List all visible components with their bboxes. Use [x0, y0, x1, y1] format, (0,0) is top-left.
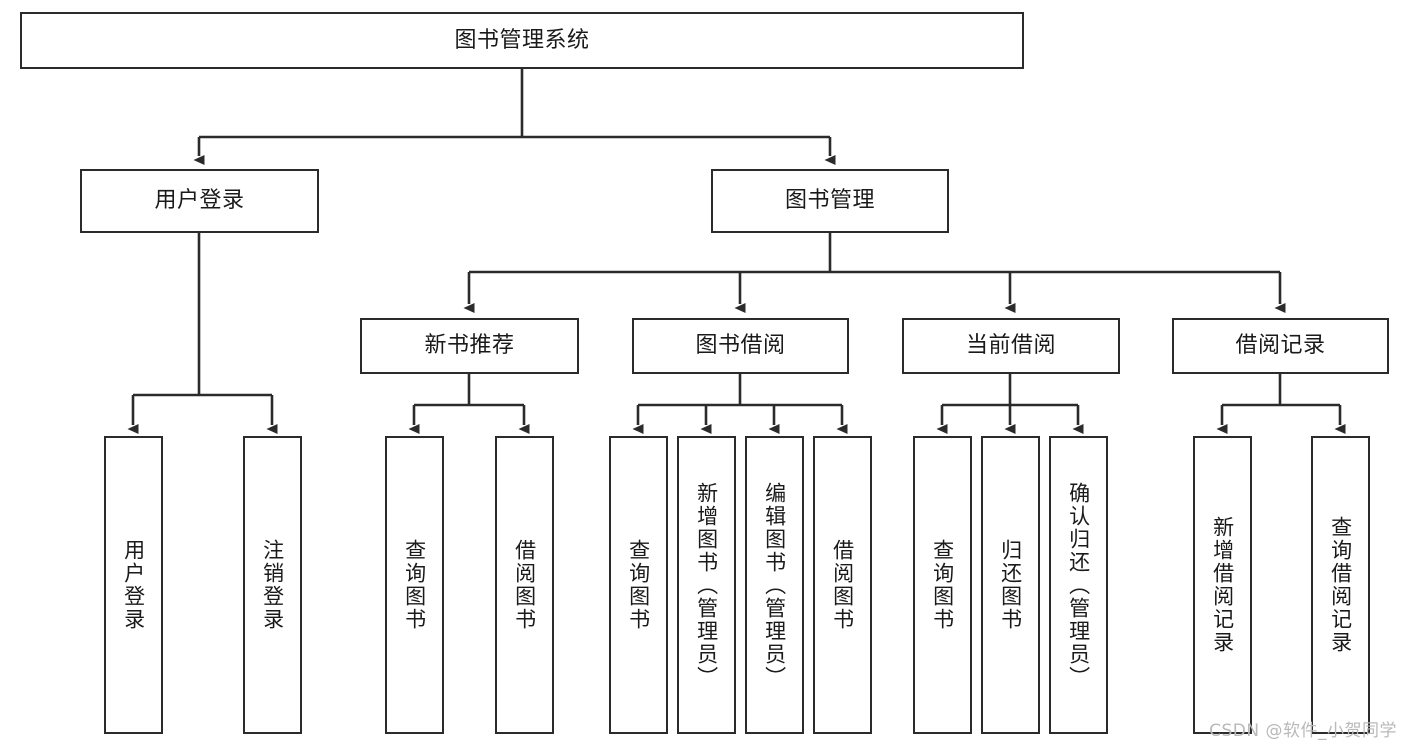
node-new-book-recommend[interactable]: 新书推荐 [360, 318, 579, 374]
node-leaf-br-query-record[interactable]: 查询借阅记录 [1311, 436, 1370, 734]
node-label: 查询借阅记录 [1328, 516, 1353, 654]
node-book-borrow[interactable]: 图书借阅 [632, 318, 849, 374]
node-label: 图书管理系统 [454, 27, 590, 53]
node-label: 借阅图书 [830, 539, 855, 631]
node-label: 图书借阅 [695, 333, 786, 359]
node-label: 查询图书 [930, 539, 955, 631]
node-label: 图书管理 [784, 188, 875, 214]
node-leaf-cb-query-book[interactable]: 查询图书 [913, 436, 972, 734]
node-label: 用户登录 [121, 539, 146, 631]
node-label: 借阅图书 [512, 539, 537, 631]
node-leaf-cb-confirm-return[interactable]: 确认归还（管理员） [1049, 436, 1108, 734]
node-root-system[interactable]: 图书管理系统 [20, 12, 1024, 69]
node-user-login[interactable]: 用户登录 [80, 169, 319, 233]
csdn-watermark: CSDN @软件_小贺同学 [1209, 721, 1397, 741]
node-current-borrow[interactable]: 当前借阅 [902, 318, 1120, 374]
node-leaf-user-login[interactable]: 用户登录 [104, 436, 163, 734]
node-label: 当前借阅 [965, 333, 1056, 359]
node-label: 查询图书 [402, 539, 427, 631]
node-leaf-rec-borrow-book[interactable]: 借阅图书 [495, 436, 554, 734]
node-label: 编辑图书（管理员） [762, 481, 787, 689]
node-label: 确认归还（管理员） [1066, 481, 1091, 689]
node-label: 归还图书 [998, 539, 1023, 631]
node-leaf-br-add-record[interactable]: 新增借阅记录 [1193, 436, 1252, 734]
node-leaf-bb-add-book[interactable]: 新增图书（管理员） [677, 436, 736, 734]
node-leaf-user-logout[interactable]: 注销登录 [243, 436, 302, 734]
node-book-manage[interactable]: 图书管理 [711, 169, 949, 233]
node-label: 新书推荐 [424, 333, 515, 359]
node-label: 注销登录 [260, 539, 285, 631]
node-leaf-rec-query-book[interactable]: 查询图书 [385, 436, 444, 734]
node-borrow-record[interactable]: 借阅记录 [1172, 318, 1389, 374]
node-label: 新增图书（管理员） [694, 481, 719, 689]
node-leaf-cb-return-book[interactable]: 归还图书 [981, 436, 1040, 734]
node-leaf-bb-borrow-book[interactable]: 借阅图书 [813, 436, 872, 734]
node-label: 用户登录 [154, 188, 245, 214]
node-label: 借阅记录 [1235, 333, 1326, 359]
node-leaf-bb-edit-book[interactable]: 编辑图书（管理员） [745, 436, 804, 734]
node-leaf-bb-query-book[interactable]: 查询图书 [609, 436, 668, 734]
node-label: 查询图书 [626, 539, 651, 631]
node-label: 新增借阅记录 [1210, 516, 1235, 654]
